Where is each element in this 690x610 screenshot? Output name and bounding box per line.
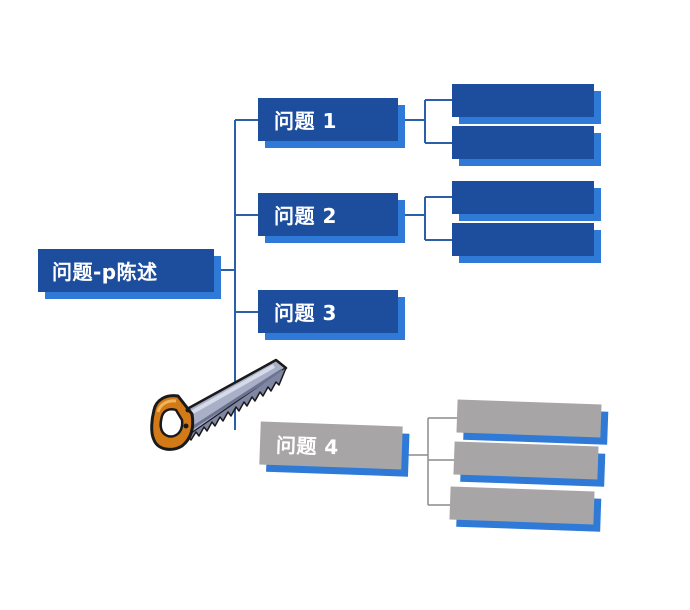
hand-saw-icon <box>150 358 288 451</box>
sub-node-1b <box>452 126 601 166</box>
sub-node-4b <box>453 441 606 487</box>
sub-node-2a <box>452 181 601 221</box>
issue-node-3: 问题 3 <box>258 290 405 340</box>
issue-label-1: 问题 1 <box>274 109 337 133</box>
sub-node-1a <box>452 84 601 124</box>
issue-label-3: 问题 3 <box>274 301 337 325</box>
sub-node-4a <box>456 399 609 445</box>
sub-node-4c <box>449 486 602 532</box>
issue-node-2: 问题 2 <box>258 193 405 243</box>
root-label: 问题-p陈述 <box>52 260 158 284</box>
root-node: 问题-p陈述 <box>38 249 221 299</box>
issue-label-2: 问题 2 <box>274 204 337 228</box>
sub-node-2b <box>452 223 601 263</box>
issue-node-1: 问题 1 <box>258 98 405 148</box>
